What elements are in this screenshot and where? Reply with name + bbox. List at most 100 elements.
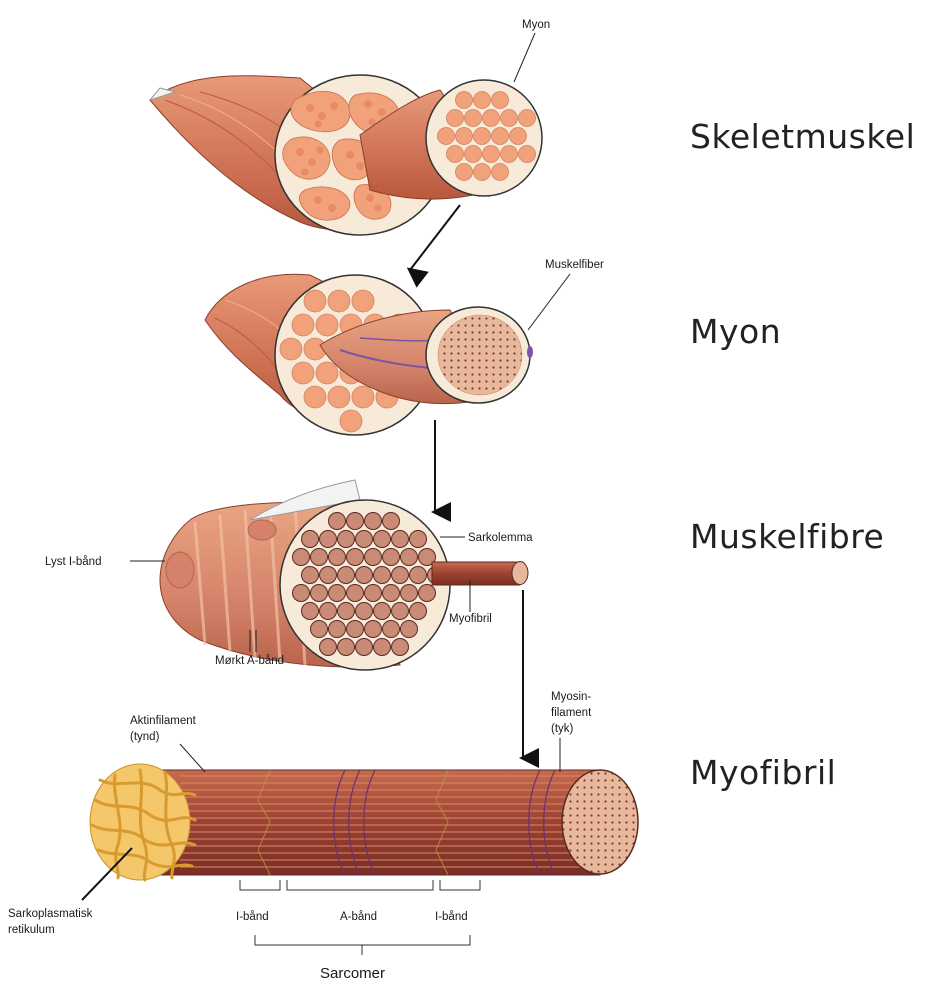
myofibril-cross-section (383, 621, 400, 638)
muscle-fibre-cell (483, 146, 500, 163)
level-title-skeletmuskel: Skeletmuskel (690, 117, 915, 156)
myofibril-cross-section (302, 567, 319, 584)
label-aktinfilament-1: Aktinfilament (130, 715, 197, 727)
myofibril-cross-section (293, 585, 310, 602)
muscle-fibre-cell (465, 146, 482, 163)
label-sarkoplasmatisk-1: Sarkoplasmatisk (8, 908, 93, 920)
myofibril-cross-section (329, 549, 346, 566)
myofibril-cross-section (302, 603, 319, 620)
label-myosin-2: filament (551, 707, 592, 719)
myofibril-cross-section (347, 549, 364, 566)
muscle-fibre-cell (492, 128, 509, 145)
myofibril-cross-section (338, 603, 355, 620)
leader-aktinfilament (180, 744, 205, 772)
label-i-band-left: I-bånd (236, 911, 269, 923)
muscle-fibre-cell (474, 164, 491, 181)
label-myofibril-small: Myofibril (449, 613, 492, 625)
muscle-fibre-cell (483, 110, 500, 127)
myofibril-cross-section (365, 513, 382, 530)
myofibril-cross-section (302, 531, 319, 548)
label-lyst-i-band: Lyst I-bånd (45, 556, 101, 568)
myofibril-cross-section (356, 531, 373, 548)
myofibril-cross-section (356, 567, 373, 584)
muscle-fibre-cell (304, 386, 326, 408)
leader-muskelfiber (528, 274, 570, 330)
myofibril-cross-section (311, 549, 328, 566)
myofibril-cross-section (410, 567, 427, 584)
myofibril-cross-section (401, 549, 418, 566)
myofibril-cross-section (374, 567, 391, 584)
level-title-myofibril: Myofibril (690, 753, 836, 792)
myofibril-cross-section (401, 621, 418, 638)
myofibril-cross-section (383, 549, 400, 566)
muscle-fibre-cell (280, 338, 302, 360)
myofibril-cross-section (374, 639, 391, 656)
myofibril-cross-section (374, 603, 391, 620)
myofibril-cross-section (392, 603, 409, 620)
myofibril-cross-section (347, 621, 364, 638)
muscle-fibre-cell (352, 290, 374, 312)
muscle-fibre-illustration (160, 480, 528, 670)
muscle-fibre-cell (465, 110, 482, 127)
myofibril-cross-section (338, 567, 355, 584)
label-myon-top: Myon (522, 19, 550, 31)
level-title-myon: Myon (690, 312, 781, 351)
myofibril-cross-section (347, 513, 364, 530)
muscle-fibre-cell (519, 146, 536, 163)
myofibril-cross-section (410, 603, 427, 620)
skeletal-muscle-illustration (150, 75, 542, 235)
myofibril-cross-section (320, 531, 337, 548)
muscle-fibre-cell (304, 290, 326, 312)
myofibril-cross-section (374, 531, 391, 548)
myofibril-cross-section (338, 639, 355, 656)
muscle-fibre-cell (474, 128, 491, 145)
label-i-band-right: I-bånd (435, 911, 468, 923)
muscle-fibre-cell (501, 146, 518, 163)
muscle-fibre-cell (474, 92, 491, 109)
myofibril-cross-section (311, 621, 328, 638)
muscle-fibre-cell (501, 110, 518, 127)
muscle-fibre-cell (292, 314, 314, 336)
muscle-fibre-cell (352, 386, 374, 408)
muscle-fibre-cell (316, 362, 338, 384)
myofibril-cross-section (401, 585, 418, 602)
myofibril-cross-section (392, 567, 409, 584)
muscle-fibre-cell (510, 128, 527, 145)
myofibril-illustration (90, 764, 638, 880)
muscle-fibre-cell (328, 386, 350, 408)
muscle-fibre-cell (316, 314, 338, 336)
myofibril-cross-section (383, 585, 400, 602)
myofibril-cross-section (311, 585, 328, 602)
myofibril-cross-section (293, 549, 310, 566)
label-a-band: A-bånd (340, 911, 377, 923)
muscle-fibre-cell (328, 290, 350, 312)
label-muskelfiber: Muskelfiber (545, 259, 604, 271)
myofibril-cross-section (320, 603, 337, 620)
myofibril-cross-section (329, 621, 346, 638)
label-sarkoplasmatisk-2: retikulum (8, 924, 55, 936)
muscle-fibre-cell (292, 362, 314, 384)
myofibril-cross-section (419, 585, 436, 602)
myofibril-cross-section (320, 639, 337, 656)
muscle-fibre-cell (492, 92, 509, 109)
muscle-fibre-cell (456, 164, 473, 181)
myofibril-cross-section (356, 603, 373, 620)
myofibril-cross-section (338, 531, 355, 548)
label-sarkolemma: Sarkolemma (468, 532, 533, 544)
myofibril-cross-section (356, 639, 373, 656)
label-sarcomer: Sarcomer (320, 965, 385, 982)
myofibril-cross-section (410, 531, 427, 548)
muscle-fibre-cell (438, 128, 455, 145)
level-title-muskelfibre: Muskelfibre (690, 517, 884, 556)
myofibril-cross-section (365, 549, 382, 566)
myofibril-cross-section (365, 621, 382, 638)
label-morkt-a-band: Mørkt A-bånd (215, 655, 284, 667)
muscle-fibre-cell (340, 410, 362, 432)
muscle-fibre-cell (456, 128, 473, 145)
label-myosin-3: (tyk) (551, 723, 574, 735)
muscle-fibre-cell (519, 110, 536, 127)
fascicle-illustration (205, 274, 533, 435)
myofibril-cross-section (329, 585, 346, 602)
myofibril-cross-section (392, 531, 409, 548)
